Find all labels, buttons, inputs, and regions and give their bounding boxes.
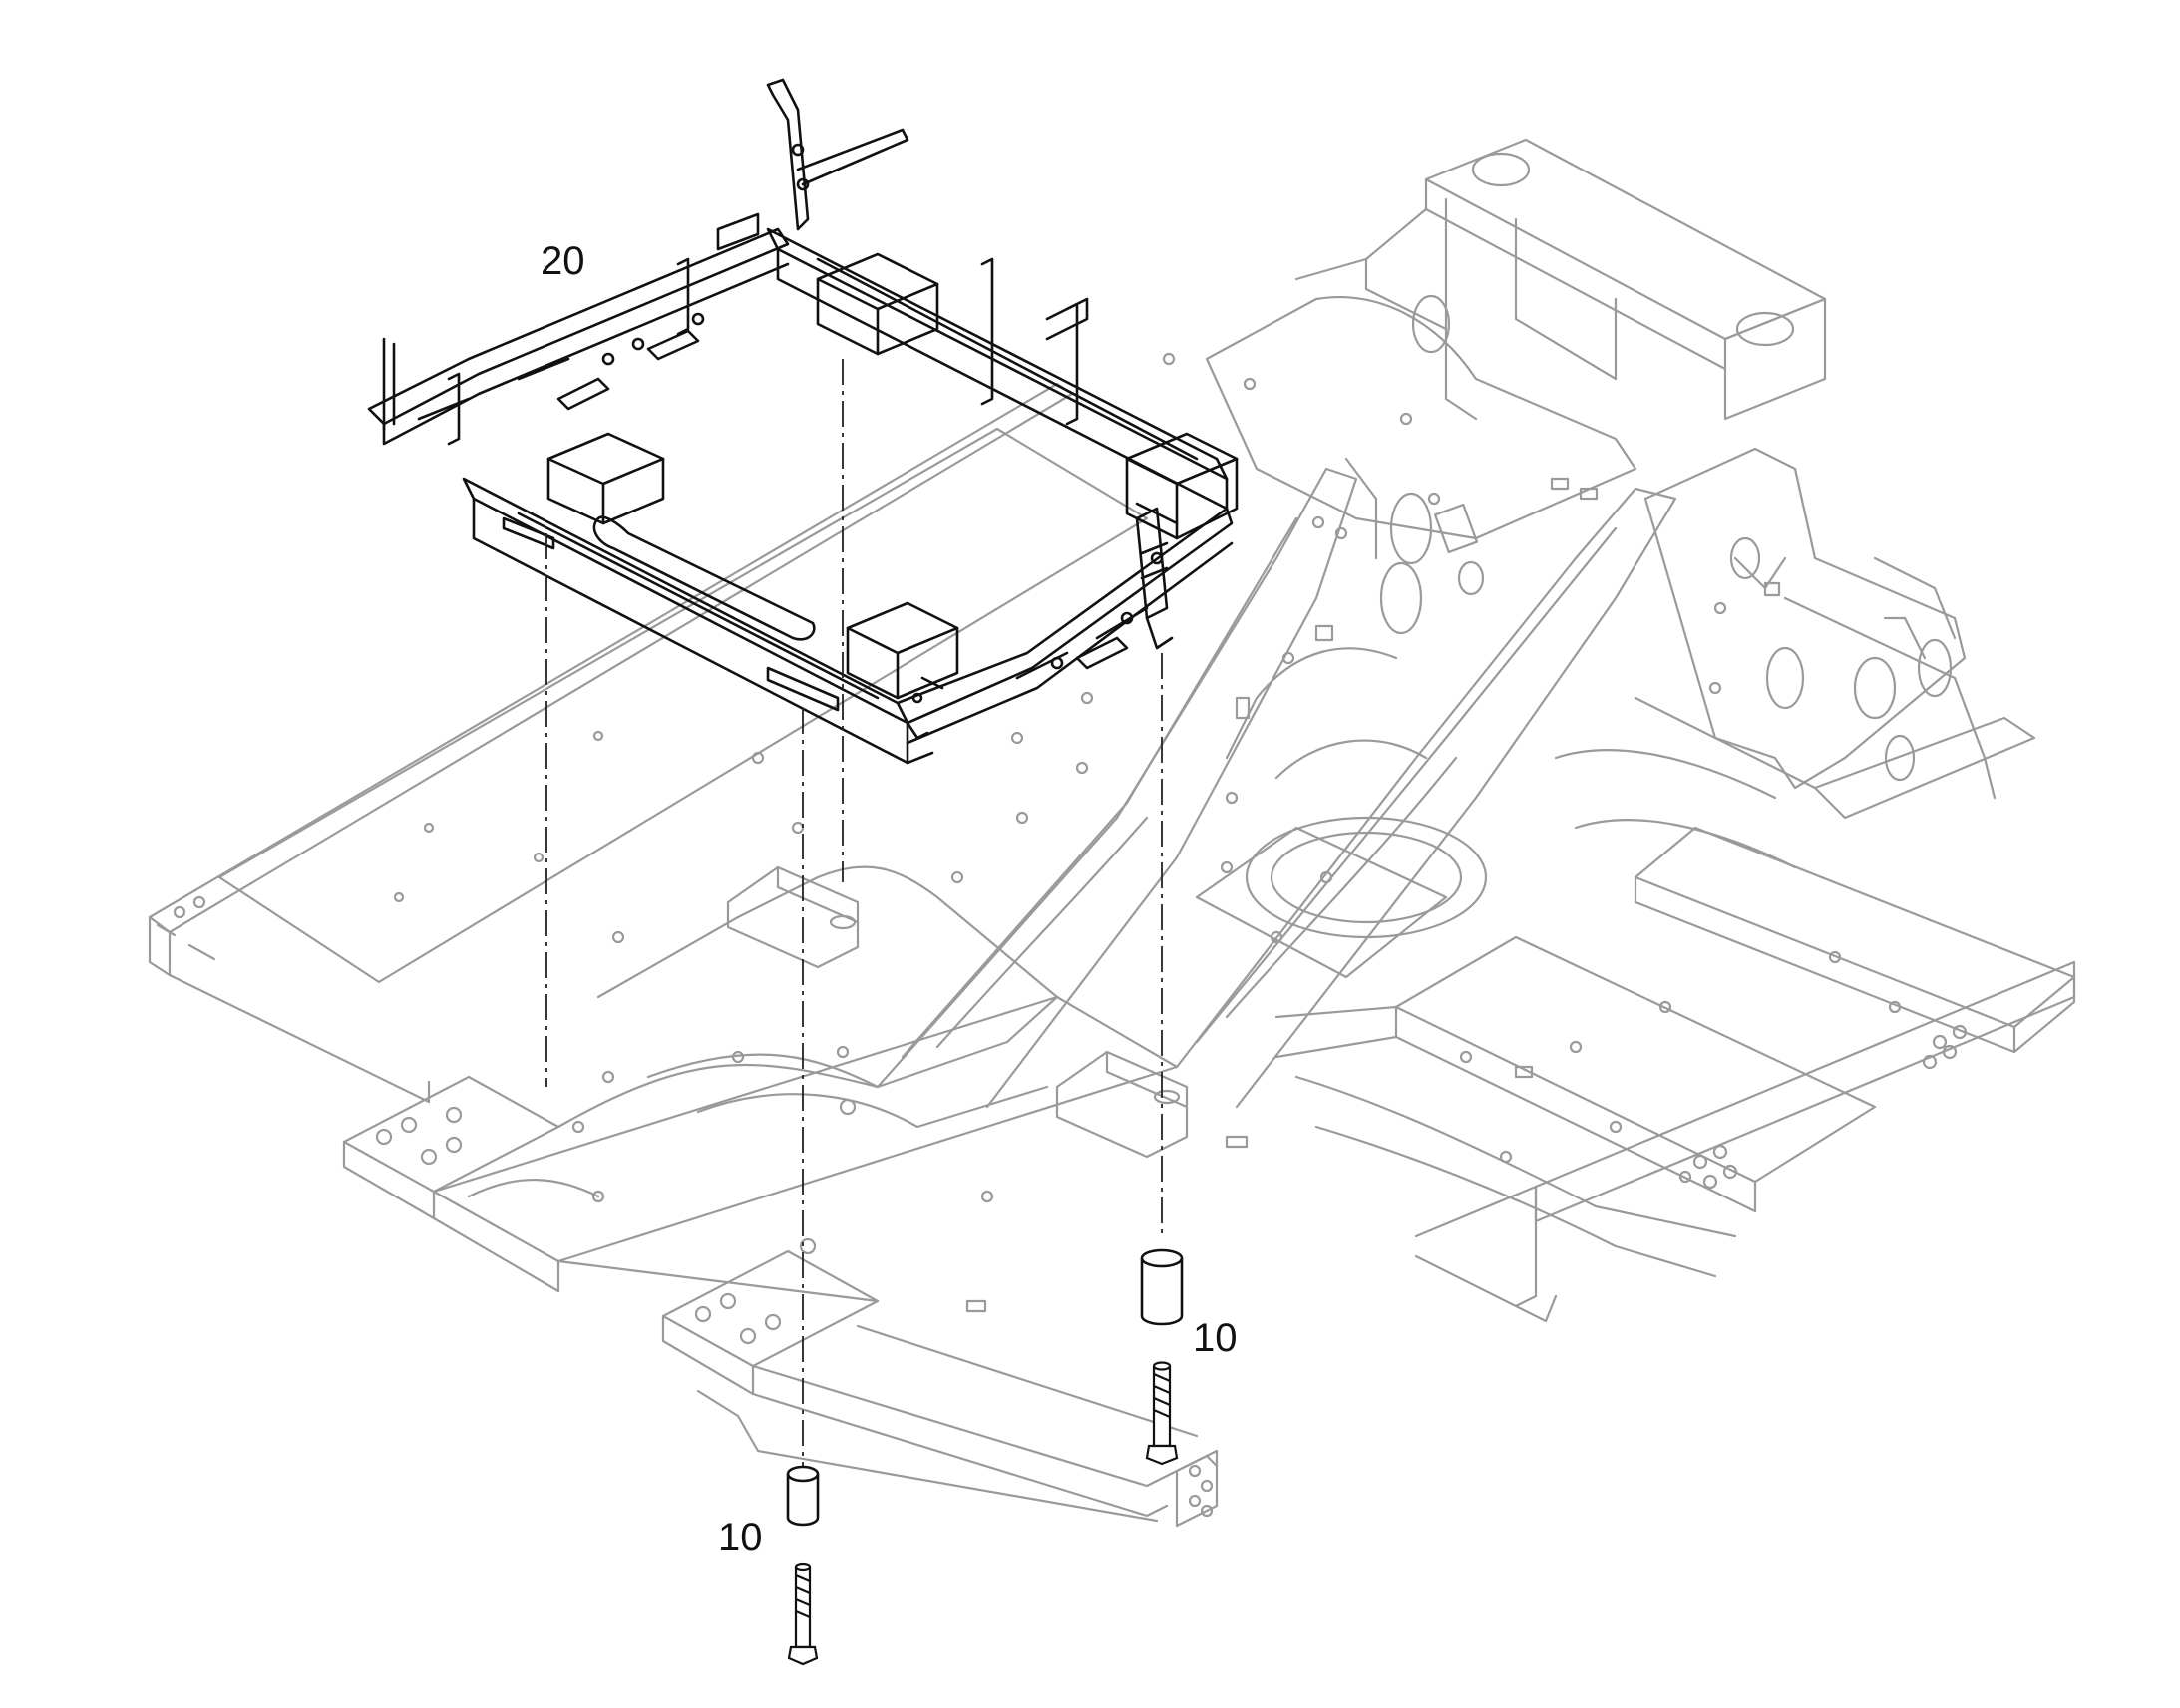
callout-label-frame: 20 <box>541 239 585 283</box>
frame-part <box>367 78 1239 765</box>
bolt-left <box>787 1562 819 1666</box>
chassis-frame <box>148 138 2076 1528</box>
spacer-left <box>786 1465 820 1527</box>
callout-label-spacer-left: 10 <box>718 1516 763 1559</box>
callout-label-spacer-right: 10 <box>1193 1316 1238 1360</box>
assembly-centerlines <box>545 359 1163 1474</box>
spacer-right <box>1140 1248 1184 1326</box>
bolt-right <box>1145 1361 1179 1466</box>
